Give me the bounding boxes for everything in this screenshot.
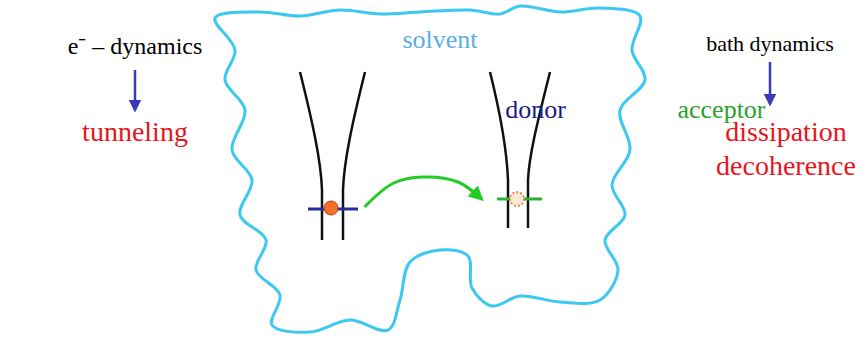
down-arrow [769, 62, 772, 104]
solvent-region: donoracceptorsolvent [200, 0, 650, 343]
potential-well [343, 72, 365, 240]
potential-well [300, 72, 322, 240]
down-arrow [134, 70, 137, 110]
effect-label: tunneling [82, 117, 188, 148]
node-label: solvent [402, 26, 477, 55]
effect-label: decoherence [716, 151, 856, 182]
energy-level [497, 198, 542, 201]
solvent-outline [215, 6, 645, 332]
energy-level [308, 208, 358, 211]
acceptor-site: acceptor [482, 70, 579, 268]
process-label: e⁻ – dynamics [68, 33, 203, 59]
donor-site: donor [296, 70, 365, 284]
electron-dot [324, 201, 338, 215]
node-label: donor [505, 96, 566, 125]
transfer-arrow [365, 177, 482, 207]
electron-ghost [510, 192, 524, 206]
process-label: bath dynamics [706, 32, 834, 56]
effect-label: dissipation [725, 117, 846, 148]
